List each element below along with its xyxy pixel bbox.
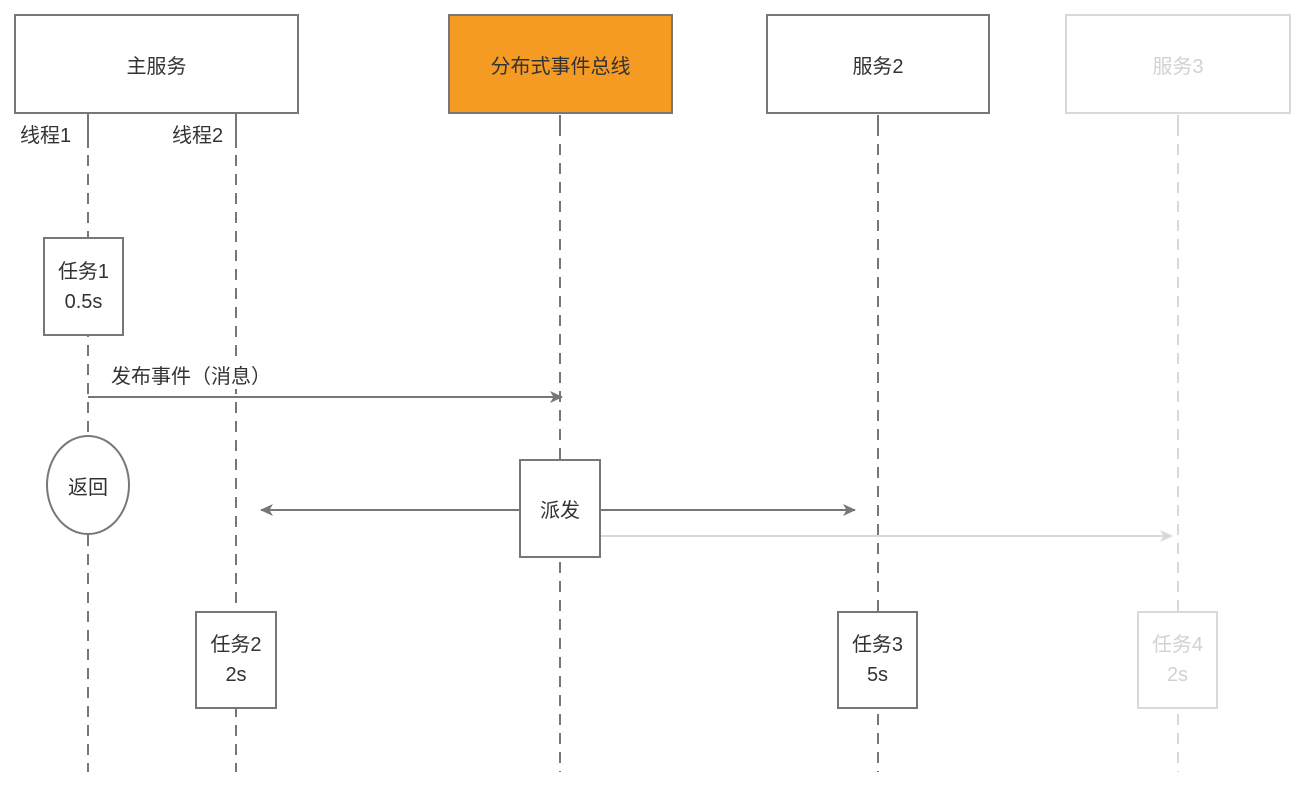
actor-service3: 服务3 [1065, 14, 1291, 114]
task4-box: 任务4 2s [1137, 611, 1218, 709]
dispatch-box: 派发 [519, 459, 601, 558]
task2-duration: 2s [225, 664, 247, 686]
task3-box: 任务3 5s [837, 611, 918, 709]
actor-service2-label: 服务2 [852, 55, 904, 78]
task1-duration: 0.5s [64, 290, 103, 313]
thread2-label: 线程2 [172, 125, 224, 147]
actor-service3-label: 服务3 [1152, 55, 1204, 78]
task1-box: 任务1 0.5s [43, 237, 124, 336]
task1-label: 任务1 [57, 260, 110, 283]
dispatch-label: 派发 [540, 500, 580, 522]
task2-label: 任务2 [210, 634, 262, 656]
actor-main-service-label: 主服务 [126, 55, 187, 78]
task4-label: 任务4 [1151, 634, 1204, 656]
task3-label: 任务3 [851, 634, 904, 656]
publish-event-label: 发布事件（消息） [108, 360, 274, 389]
thread1-label: 线程1 [20, 125, 72, 147]
return-ellipse: 返回 [46, 435, 130, 535]
task2-box: 任务2 2s [195, 611, 277, 709]
task4-duration: 2s [1166, 664, 1189, 686]
actor-event-bus-label: 分布式事件总线 [490, 55, 631, 78]
return-label: 返回 [68, 476, 108, 499]
task3-duration: 5s [866, 664, 889, 686]
actor-main-service: 主服务 [14, 14, 299, 114]
actor-service2: 服务2 [766, 14, 990, 114]
actor-event-bus: 分布式事件总线 [448, 14, 673, 114]
